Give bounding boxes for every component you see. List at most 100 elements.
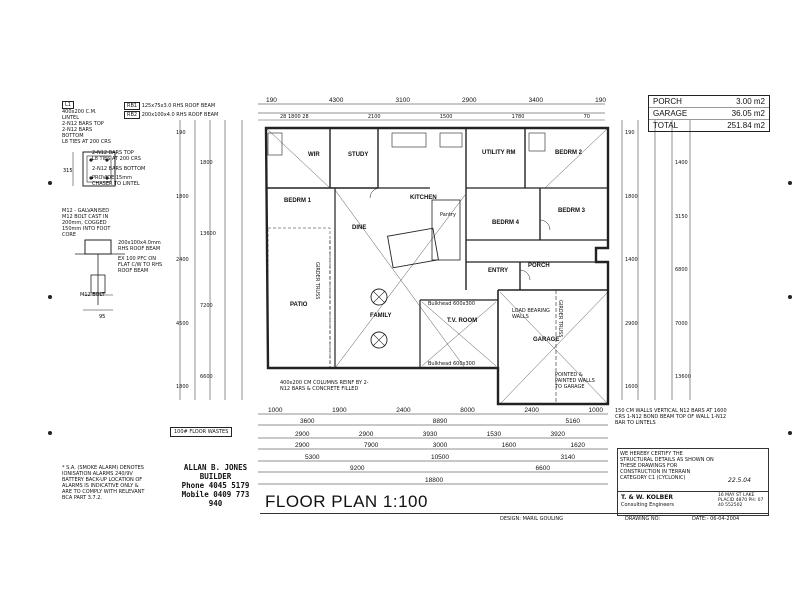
dim-text: 4300: [328, 97, 344, 104]
room-family: FAMILY: [370, 313, 392, 319]
room-dine: DINE: [352, 225, 367, 231]
dim-text: 2900: [295, 442, 310, 449]
room-bedrm3: BEDRM 3: [558, 208, 586, 214]
dim-text: 1600: [625, 384, 638, 390]
dim-text: 3000: [432, 442, 448, 449]
designer-name: MARIL GOULING: [522, 516, 563, 522]
bottom-dims-row6: 9200 6600: [350, 465, 550, 472]
room-tv: T.V. ROOM: [447, 318, 478, 324]
dim-text: 1530: [486, 431, 502, 438]
dim-text: 18800: [425, 477, 444, 484]
engineer-firm: T. & W. KOLBER: [621, 494, 673, 501]
area-value: 36.05 m2: [731, 109, 765, 118]
dim-text: 28 1800 28: [280, 114, 309, 120]
svg-text:315: 315: [63, 168, 73, 174]
dim-text: 7900: [363, 442, 379, 449]
dim-text: 8890: [432, 418, 448, 425]
dim-text: 8000: [460, 407, 475, 414]
room-bedrm2: BEDRM 2: [555, 150, 583, 156]
engineer-certification: WE HEREBY CERTIFY THE STRUCTURAL DETAILS…: [617, 448, 769, 516]
dim-text: 1000: [268, 407, 283, 414]
ceiling-fan: [370, 288, 388, 306]
smoke-alarm-note: * S.A. (SMOKE ALARM) DENOTES IONISATION …: [62, 465, 145, 501]
engineer-firm-sub: Consulting Engineers: [621, 502, 675, 508]
left-dims: 190 1800 2400 4500 1800: [176, 130, 189, 390]
dim-text: 1800: [625, 193, 638, 200]
columns-note: 400x200 CM COLUMNS REINF BY 2-N12 BARS &…: [280, 380, 369, 392]
dim-text: 2900: [462, 97, 477, 104]
dim-text: 10500: [430, 454, 450, 461]
room-bedrm1: BEDRM 1: [284, 198, 312, 204]
wall-spec-note: 150 CM WALLS VERTICAL N12 BARS AT 1600 C…: [615, 408, 727, 426]
room-pantry: Pantry: [440, 212, 456, 218]
top-dims-outer: 190 4300 3100 2900 3400 190: [266, 97, 606, 104]
dim-text: 3400: [528, 97, 544, 104]
dim-text: 70: [583, 114, 590, 120]
lintel-spec: 400x200 C.M. LINTEL: [62, 109, 97, 121]
dim-text: 4500: [176, 320, 189, 327]
builder-role: BUILDER: [199, 472, 232, 481]
dim-text: 7200: [200, 302, 213, 309]
kitchen-island: [387, 227, 439, 269]
builder-mobile: Mobile 0409 773 940: [181, 490, 250, 508]
room-entry: ENTRY: [488, 268, 509, 274]
area-row-garage: GARAGE 36.05 m2: [649, 108, 769, 120]
bulkhead-note-2: Bulkhead 600x300: [428, 361, 476, 367]
rb1-tag: RB1: [124, 102, 141, 110]
lintel-section-detail: 315 95: [63, 151, 125, 320]
dim-text: 13600: [675, 374, 691, 380]
right-dims-2: 1400 3150 6800 7000 13600: [675, 160, 691, 380]
roof-beam-note: 200x100x4.0mm RHS ROOF BEAM: [118, 240, 161, 252]
rb1-spec: 125x75x3.0 RHS ROOF BEAM: [141, 103, 216, 109]
builder-name: ALLAN B. JONES: [183, 463, 248, 472]
dim-text: 13600: [200, 231, 216, 238]
lintel-tag: L1: [62, 101, 74, 109]
roof-beam-legend: RB1 125x75x3.0 RHS ROOF BEAM RB2 200x100…: [124, 102, 219, 119]
area-label: GARAGE: [653, 109, 688, 118]
room-study: STUDY: [348, 152, 369, 158]
dim-text: 3140: [560, 454, 575, 461]
load-bearing-note: LOAD BEARING WALLS: [512, 308, 550, 320]
detail-dim-95: 95: [99, 314, 105, 320]
dim-text: 6600: [535, 465, 550, 472]
dim-text: 1620: [570, 442, 585, 449]
dim-text: 1800: [200, 160, 213, 166]
room-porch: PORCH: [528, 263, 550, 269]
room-patio: PATIO: [290, 302, 308, 308]
cert-text: WE HEREBY CERTIFY THE STRUCTURAL DETAILS…: [620, 451, 714, 481]
floor-wastes-note: 100# FLOOR WASTES: [170, 427, 233, 437]
dim-text: 3930: [422, 431, 438, 438]
rb2-tag: RB2: [124, 111, 141, 119]
rb2-spec: 200x100x4.0 RHS ROOF BEAM: [141, 112, 219, 118]
dim-text: 6800: [675, 267, 688, 273]
detail-note-3: 2-N12 BARS BOTTOM: [92, 166, 146, 172]
right-dims: 190 1800 1400 2900 1600: [625, 130, 638, 390]
dim-text: 3920: [550, 431, 565, 438]
dim-text: 1500: [439, 114, 453, 120]
dim-text: 2400: [396, 407, 411, 414]
room-wir: WIR: [308, 152, 320, 158]
dim-text: 190: [176, 130, 186, 136]
area-label: PORCH: [653, 97, 682, 106]
area-value: 251.84 m2: [727, 121, 765, 130]
dim-text: 1780: [511, 114, 525, 120]
dim-text: 2900: [358, 431, 374, 438]
room-bedrm4: BEDRM 4: [492, 220, 520, 226]
lintel-legend: L1 400x200 C.M. LINTEL 2-N12 BARS TOP 2-…: [62, 101, 112, 145]
plan-title: FLOOR PLAN 1:100: [265, 492, 428, 511]
dim-text: 9200: [350, 465, 365, 472]
dim-text: 2400: [524, 407, 539, 414]
dim-text: 3100: [395, 97, 410, 104]
drawing-date: DATE:- 06-04-2004: [692, 516, 740, 522]
dim-text: 6600: [200, 373, 213, 380]
room-kitchen: KITCHEN: [410, 195, 437, 201]
dim-text: 2100: [367, 114, 381, 120]
bottom-dims-row7: 18800: [425, 477, 443, 484]
